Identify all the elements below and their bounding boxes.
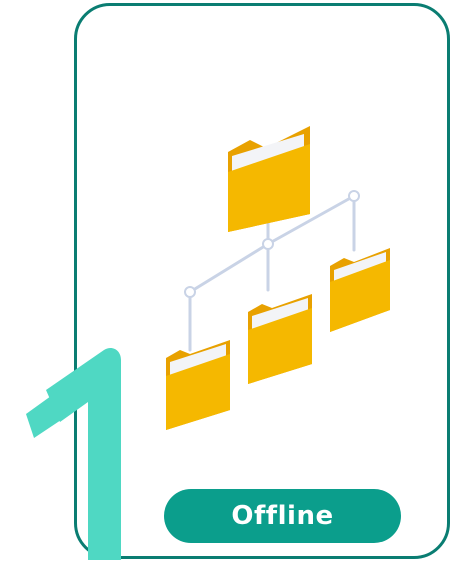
folder-icon-top bbox=[228, 126, 310, 232]
step-number-one bbox=[16, 330, 136, 565]
folder-icon-left bbox=[166, 340, 230, 430]
folder-icon-right bbox=[330, 248, 390, 332]
folder-tree-icon bbox=[150, 110, 410, 440]
offline-badge[interactable]: Offline bbox=[164, 489, 401, 543]
folder-icon-middle bbox=[248, 294, 312, 384]
